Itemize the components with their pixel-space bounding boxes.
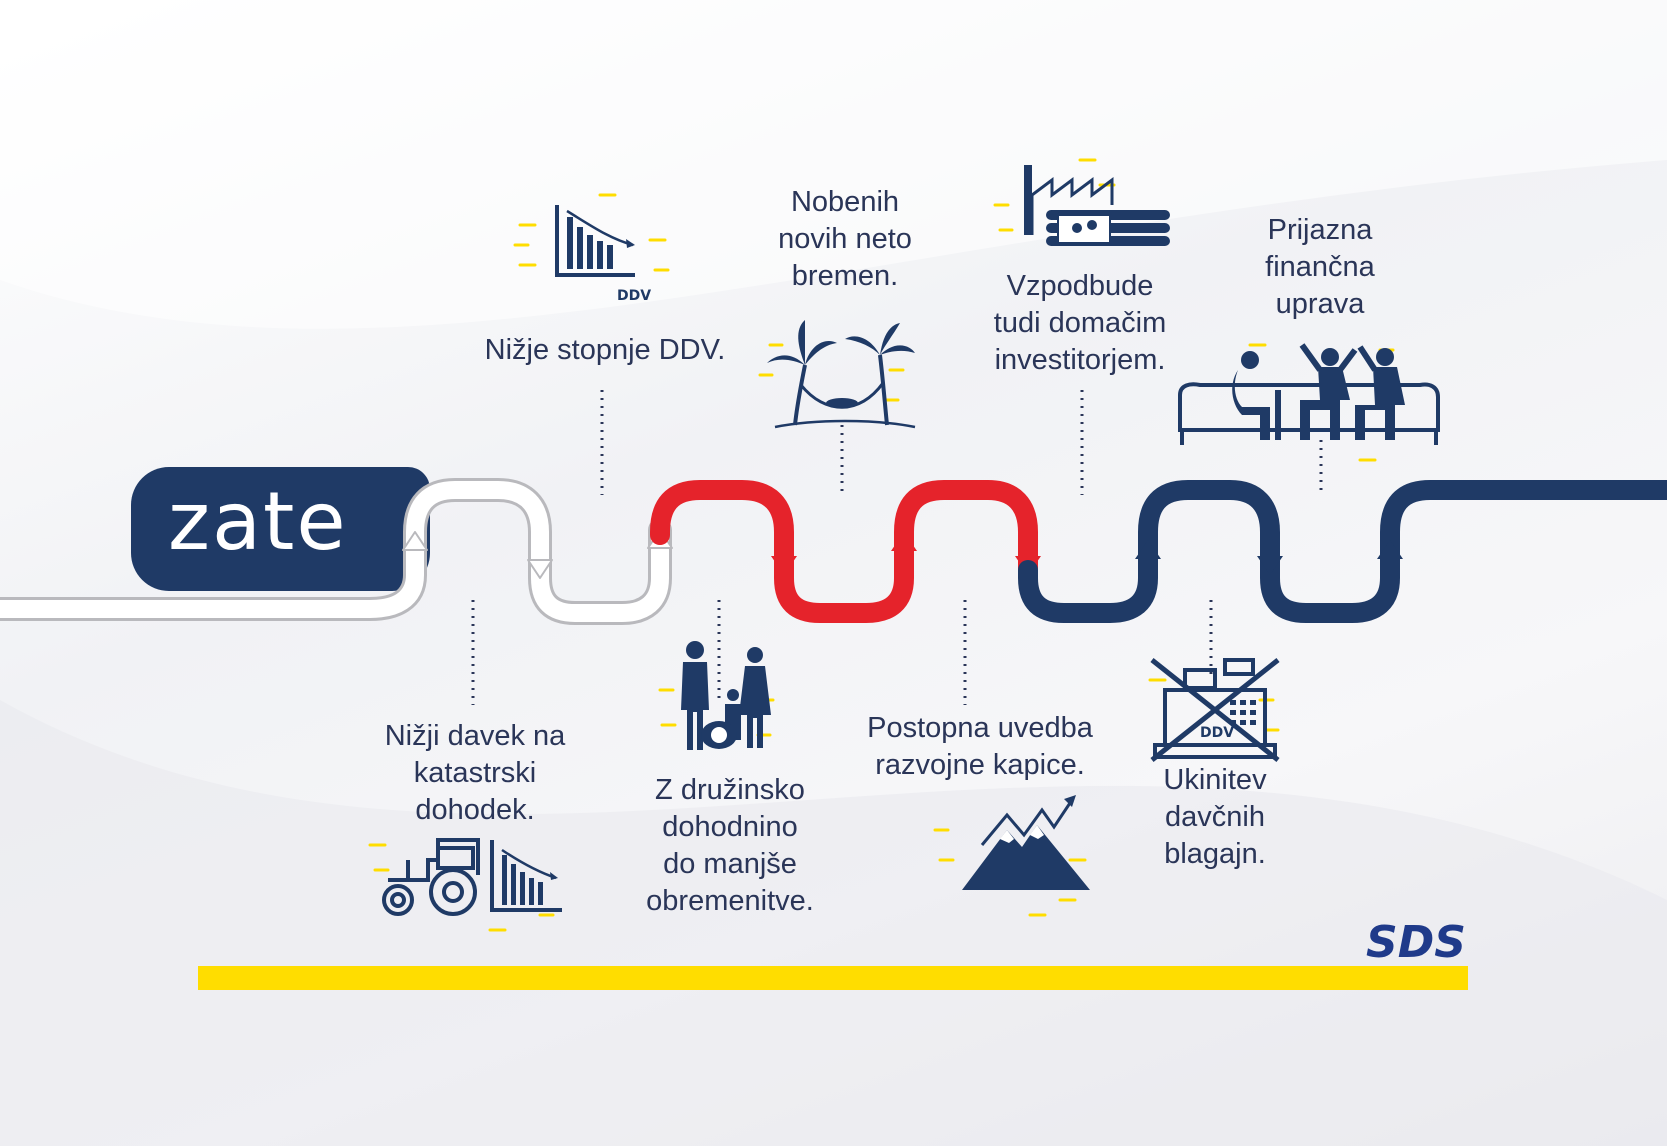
ddv-tag-top: DDV [617,288,651,304]
milestone-5-label: Postopna uvedba razvojne kapice. [845,710,1115,784]
milestone-6-line-1: Vzpodbude [1006,270,1154,302]
milestone-3-line-3: do manjše [663,848,797,880]
milestone-2-label: Nižje stopnje DDV. [460,332,750,369]
logo-word: zate [168,475,348,568]
milestone-4-label: Nobenih novih neto bremen. [745,184,945,295]
milestone-6-label: Vzpodbude tudi domačim investitorjem. [965,268,1195,379]
hammock-icon [767,320,916,429]
milestone-3-line-2: dohodnino [662,811,798,843]
milestone-1-line-3: dohodek. [415,794,535,826]
logo-badge [131,467,430,591]
connector-lines [471,390,1323,705]
milestone-3-label: Z družinsko dohodnino do manjše obremeni… [620,772,840,920]
milestone-1-label: Nižji davek na katastrski dohodek. [370,718,580,829]
decorative-dashes [368,158,1395,932]
sds-brand-logo: SDS [1366,917,1466,968]
milestone-1-line-1: Nižji davek na [384,720,566,752]
milestone-3-line-4: obremenitve. [646,885,814,917]
tractor-chart-icon [382,838,562,916]
milestone-4-line-1: Nobenih [790,186,900,218]
factory-icon [1024,165,1170,246]
milestone-7-label: Ukinitev davčnih blagajn. [1130,762,1300,873]
milestone-7-line-1: Ukinitev [1163,764,1267,796]
milestone-4-line-3: bremen. [791,260,899,292]
milestone-6-line-3: investitorjem. [994,344,1166,376]
yellow-baseline-bar [198,966,1468,990]
milestone-5-line-1: Postopna uvedba [867,712,1093,744]
ddv-tag-bottom: DDV [1200,725,1234,741]
cash-register-icon: DDV [1150,658,1280,762]
road-red-segment [650,480,1041,623]
logo-text: zate [168,482,348,562]
milestone-6-line-2: tudi domačim [993,307,1167,339]
milestone-8-line-3: uprava [1275,288,1365,320]
business-people-icon [1178,343,1440,445]
milestone-8-line-2: finančna [1265,251,1375,283]
mountain-icon [962,795,1090,890]
milestone-8-label: Prijazna finančna uprava [1240,212,1400,323]
milestone-3-line-1: Z družinsko [655,774,805,806]
road-navy-segment [1018,480,1667,623]
milestone-2-line-1: Nižje stopnje DDV. [484,334,726,366]
family-icon [681,641,771,750]
milestone-5-line-2: razvojne kapice. [875,749,1085,781]
milestone-1-line-2: katastrski [413,757,537,789]
milestone-4-line-2: novih neto [778,223,912,255]
road-grey-segment [0,478,673,625]
milestone-7-line-3: blagajn. [1164,838,1266,870]
milestone-7-line-2: davčnih [1165,801,1265,833]
milestone-8-line-1: Prijazna [1267,214,1373,246]
ddv-chart-icon: DDV [555,205,651,304]
